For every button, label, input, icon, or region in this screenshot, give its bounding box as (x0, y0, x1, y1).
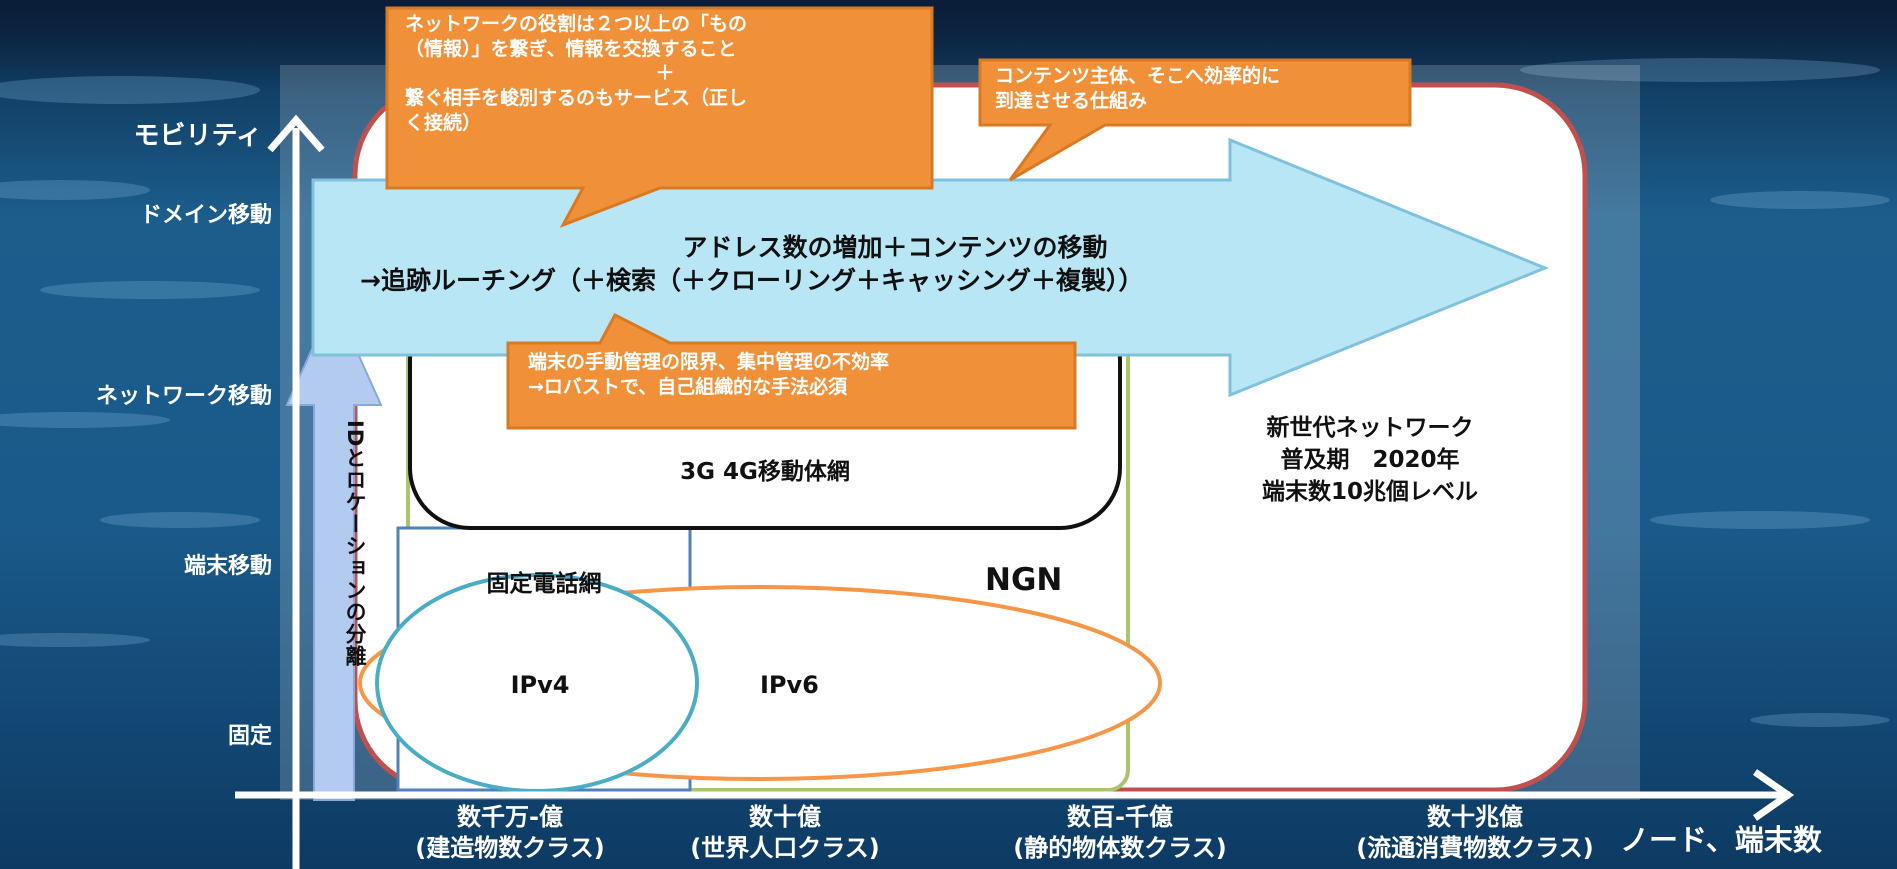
content-line-2: 到達させる仕組み (995, 89, 1148, 112)
y-level-fixed: 固定 (227, 724, 272, 749)
management-callout-text: 端末の手動管理の限界、集中管理の不効率 →ロバストで、自己組織的な手法必須 (528, 350, 1073, 399)
x-tick-1-class: (建造物数クラス) (415, 834, 605, 863)
y-level-terminal: 端末移動 (183, 554, 272, 579)
y-axis-arrowhead (267, 114, 325, 153)
x-tick-1: 数千万-億 (建造物数クラス) (350, 802, 670, 864)
y-axis-title: モビリティ (133, 121, 262, 151)
ipv6-label: IPv6 (760, 671, 819, 699)
ipv4-label: IPv4 (510, 671, 570, 699)
trend-arrow-line-1: アドレス数の増加＋コンテンツの移動 (682, 233, 1108, 262)
management-line-1: 端末の手動管理の限界、集中管理の不効率 (528, 351, 890, 373)
management-line-2: →ロバストで、自己組織的な手法必須 (528, 375, 848, 398)
trend-arrow-line-2: →追跡ルーチング（＋検索（＋クローリング＋キャッシング＋複製）） (360, 265, 1144, 295)
network-role-callout (385, 6, 934, 228)
x-tick-3-value: 数百-千億 (1067, 803, 1173, 831)
next-gen-line-2: 普及期 2020年 (1280, 447, 1460, 474)
x-tick-2: 数十億 (世界人口クラス) (635, 802, 935, 864)
x-tick-3-class: (静的物体数クラス) (1013, 834, 1227, 863)
x-axis-arrowhead (1752, 769, 1795, 821)
x-tick-4-class: (流通消費物数クラス) (1356, 834, 1594, 863)
x-axis-title: ノード、端末数 (1620, 823, 1822, 857)
trend-arrow-text: アドレス数の増加＋コンテンツの移動 →追跡ルーチング（＋検索（＋クローリング＋キ… (360, 232, 1430, 297)
next-gen-network-label: 新世代ネットワーク 普及期 2020年 端末数10兆個レベル (1205, 412, 1535, 509)
content-callout (978, 58, 1412, 182)
x-tick-2-value: 数十億 (749, 803, 821, 831)
network-role-text: ネットワークの役割は２つ以上の「もの （情報）」を繋ぎ、情報を交換すること ＋ … (405, 12, 925, 135)
x-tick-1-value: 数千万-億 (457, 803, 563, 831)
network-role-line-4: 繋ぐ相手を峻別するのもサービス（正し (405, 87, 748, 110)
content-line-1: コンテンツ主体、そこへ効率的に (995, 65, 1281, 87)
content-callout-text: コンテンツ主体、そこへ効率的に 到達させる仕組み (995, 64, 1405, 113)
fixed-phone-label: 固定電話網 (486, 571, 602, 597)
id-locator-arrow (285, 297, 383, 801)
x-tick-3: 数百-千億 (静的物体数クラス) (955, 802, 1285, 864)
management-callout (506, 312, 1077, 430)
network-role-line-1: ネットワークの役割は２つ以上の「もの (405, 13, 748, 35)
next-gen-line-1: 新世代ネットワーク (1266, 415, 1474, 441)
ngn-label: NGN (985, 562, 1063, 598)
network-role-line-2: （情報）」を繋ぎ、情報を交換すること (405, 37, 737, 60)
id-locator-label: IDとロケーションの分離 (343, 420, 367, 668)
network-role-line-5: く接続） (405, 111, 482, 134)
mobile-network-label: 3G 4G移動体網 (680, 459, 850, 485)
x-tick-4: 数十兆億 (流通消費物数クラス) (1310, 802, 1640, 864)
ipv4-region (375, 573, 699, 793)
next-gen-line-3: 端末数10兆個レベル (1261, 479, 1478, 506)
network-role-line-3: ＋ (655, 62, 675, 85)
y-level-network: ネットワーク移動 (95, 384, 272, 409)
x-tick-2-class: (世界人口クラス) (690, 834, 880, 863)
y-level-domain: ドメイン移動 (139, 203, 272, 228)
x-tick-4-value: 数十兆億 (1427, 803, 1523, 831)
